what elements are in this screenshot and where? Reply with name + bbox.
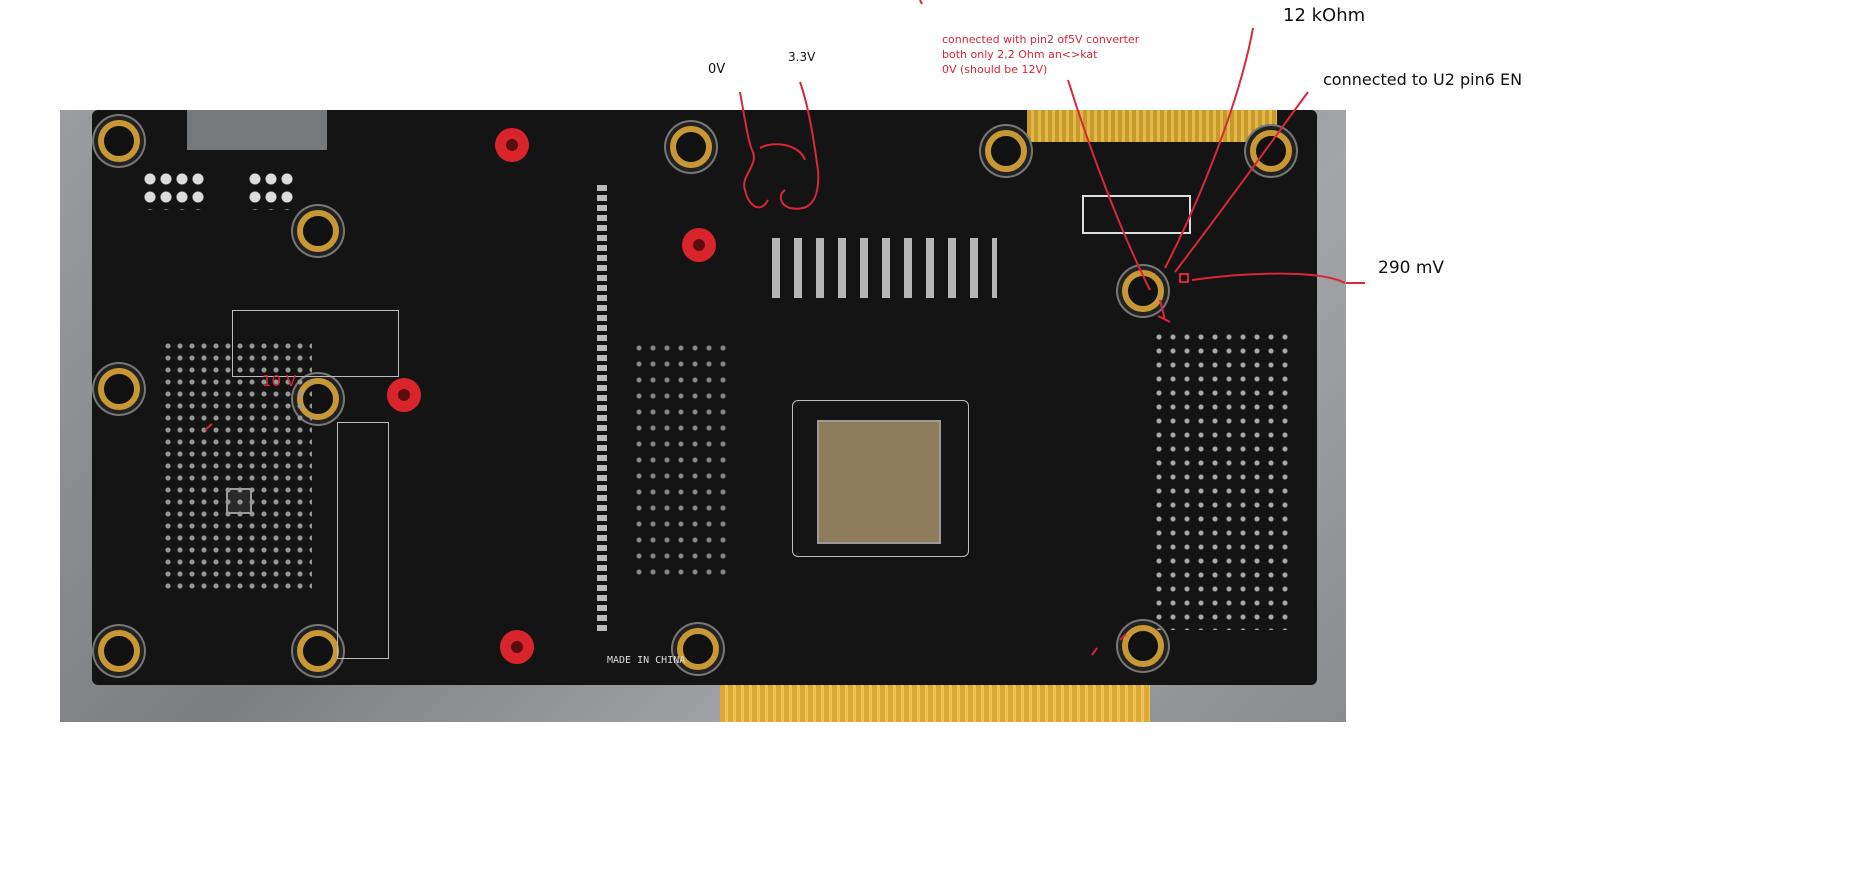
converter-note-line: 0V (should be 12V) xyxy=(942,63,1048,76)
ten-v-annotation: 10 V xyxy=(262,372,297,390)
component-array xyxy=(1152,330,1292,630)
top-mark xyxy=(919,0,923,5)
three-three-v-annotation: 3.3V xyxy=(788,50,816,64)
gpu-die-area xyxy=(817,420,941,544)
power-pins xyxy=(142,170,207,210)
mounting-hole xyxy=(297,630,339,672)
mounting-hole xyxy=(985,130,1027,172)
mounting-hole xyxy=(297,210,339,252)
power-pins xyxy=(247,170,297,210)
mounting-hole xyxy=(98,120,140,162)
mounting-hole xyxy=(1250,130,1292,172)
u2-pin6-annotation: connected to U2 pin6 EN xyxy=(1323,70,1523,89)
two-ninety-mv-annotation: 290 mV xyxy=(1378,258,1445,278)
red-thermal-pad xyxy=(682,228,716,262)
made-in-china-label: MADE IN CHINA xyxy=(607,655,686,666)
converter-note-line: connected with pin2 of5V converter xyxy=(942,33,1140,46)
graphics-card-pcb: MADE IN CHINA xyxy=(92,110,1317,685)
mounting-hole xyxy=(98,630,140,672)
silkscreen-outline xyxy=(337,422,389,659)
gpu-socket-outline xyxy=(792,400,969,557)
red-thermal-pad xyxy=(495,128,529,162)
component-array xyxy=(632,340,732,580)
component-array xyxy=(162,340,312,590)
mounting-hole xyxy=(677,628,719,670)
component-column xyxy=(597,185,607,635)
mounting-hole xyxy=(98,368,140,410)
converter-note: connected with pin2 of5V converter both … xyxy=(942,32,1139,77)
bracket-tab xyxy=(187,110,327,150)
twelve-kohm-annotation: 12 kOhm xyxy=(1283,5,1366,26)
component-array xyxy=(772,238,997,298)
red-thermal-pad xyxy=(387,378,421,412)
pcb-photo: MADE IN CHINA xyxy=(60,110,1346,722)
red-thermal-pad xyxy=(500,630,534,664)
fcc-ce-logo-box xyxy=(1082,195,1191,234)
top-connector-fingers xyxy=(1027,110,1277,142)
mounting-hole xyxy=(670,126,712,168)
pcie-gold-fingers xyxy=(720,685,1150,722)
zero-v-annotation: 0V xyxy=(708,62,726,77)
mounting-hole xyxy=(1122,270,1164,312)
mounting-hole xyxy=(1122,625,1164,667)
converter-note-line: both only 2,2 Ohm an<>kat xyxy=(942,48,1098,61)
